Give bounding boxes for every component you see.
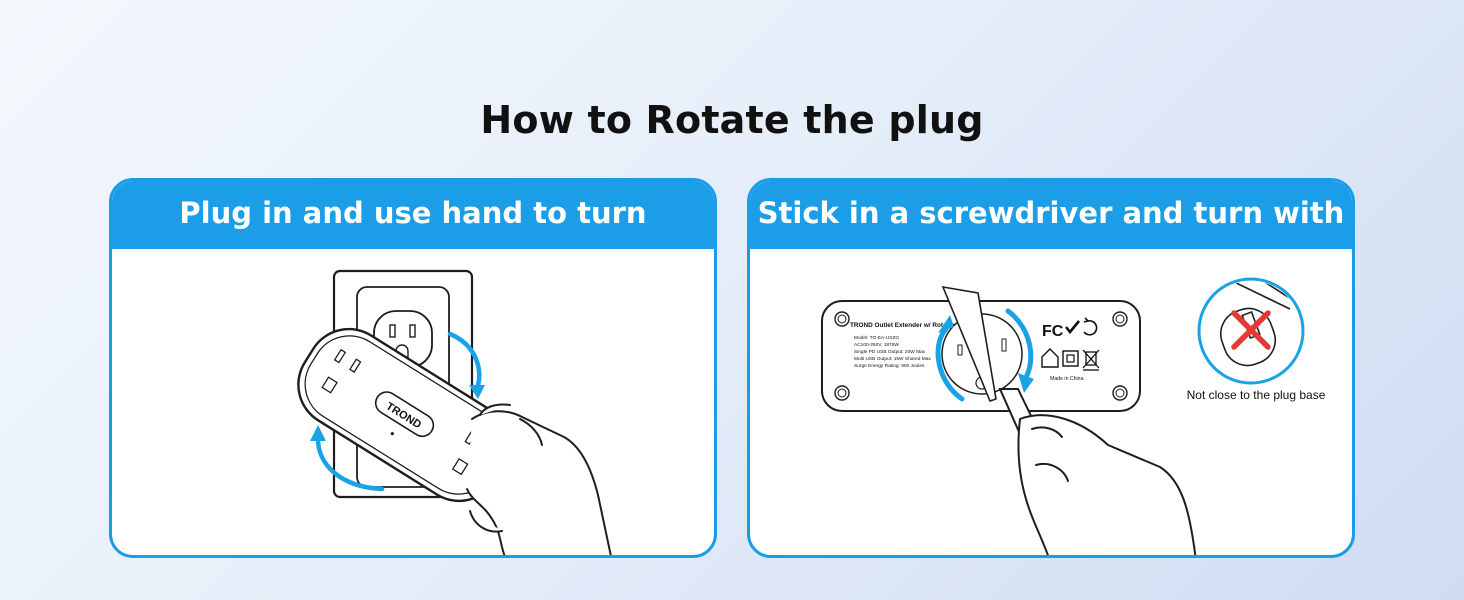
label-line: Multi USB Output: 15W Shared Max bbox=[854, 356, 931, 362]
arrow-head bbox=[310, 425, 326, 441]
panel-hand-turn: Plug in and use hand to turn bbox=[109, 178, 717, 558]
hand-illustration bbox=[466, 403, 612, 555]
screwdriver-illustration: TROND Outlet Extender w/ Rotating Plug M… bbox=[750, 249, 1352, 555]
arrow-head bbox=[1018, 373, 1034, 393]
label-title: TROND Outlet Extender w/ Rotating Plug bbox=[850, 322, 974, 329]
rotate-arrow-icon bbox=[935, 326, 965, 402]
warning-illustration bbox=[1197, 277, 1305, 385]
x-mark-icon bbox=[1231, 310, 1271, 350]
panel-heading: Plug in and use hand to turn bbox=[112, 181, 714, 249]
label-line: Model: TO-EA-USZG bbox=[854, 335, 899, 341]
rotate-arrow-icon bbox=[1005, 308, 1034, 382]
label-line: AC100-250V, 1875W bbox=[854, 342, 899, 348]
page-title: How to Rotate the plug bbox=[480, 98, 984, 142]
rotate-arrow-icon bbox=[315, 434, 385, 492]
arrow-head bbox=[938, 315, 954, 333]
weee-bin-icon bbox=[1082, 349, 1100, 371]
hand-turn-illustration: TROND bbox=[112, 249, 714, 555]
fcc-icon: FC bbox=[1042, 323, 1064, 340]
label-line: Surge Energy Rating: 900 Joules bbox=[854, 363, 925, 369]
panel-screwdriver: Stick in a screwdriver and turn with it … bbox=[747, 178, 1355, 558]
label-line: Single PD USB Output: 20W Max bbox=[854, 349, 926, 355]
made-in-label: Made in China bbox=[1050, 376, 1084, 382]
hand-illustration bbox=[1017, 414, 1197, 555]
warning-caption: Not close to the plug base bbox=[1187, 388, 1326, 402]
house-icon bbox=[1041, 348, 1059, 368]
checkmark-icon bbox=[1064, 320, 1081, 335]
recycle-icon bbox=[1083, 317, 1098, 336]
arrow-head bbox=[469, 385, 485, 399]
panel-heading: Stick in a screwdriver and turn with it bbox=[750, 181, 1352, 294]
rotate-arrow-icon bbox=[447, 331, 482, 392]
